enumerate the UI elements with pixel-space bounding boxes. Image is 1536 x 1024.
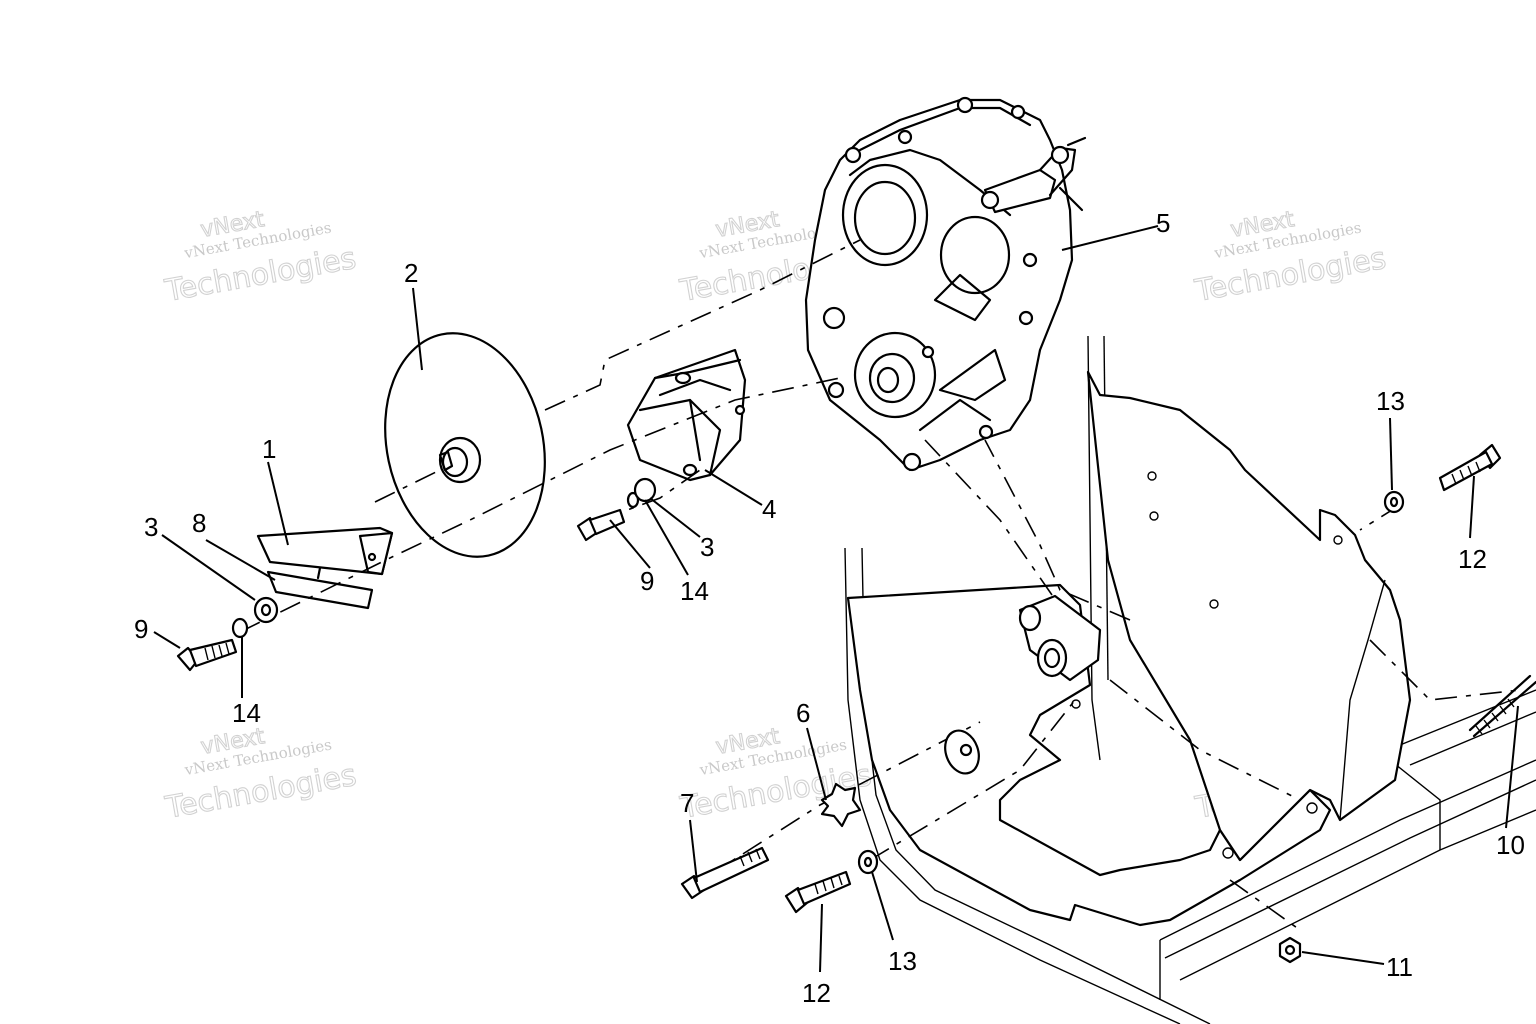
callout-9-right: 9 [640, 566, 654, 596]
callout-6: 6 [796, 698, 810, 728]
callout-labels: 1 2 3 8 9 14 4 3 14 9 5 6 7 12 13 11 10 … [134, 208, 1525, 1008]
panel-hole [1222, 847, 1234, 859]
washer-3-left [253, 596, 279, 624]
bolt-10 [1468, 674, 1536, 738]
panel-hole [1071, 699, 1081, 709]
bracket [626, 348, 747, 482]
watermark-top-left: vNext vNext Technologies Technologies [161, 207, 359, 310]
callout-11: 11 [1386, 952, 1413, 982]
guard-plate [256, 526, 394, 580]
callout-7: 7 [680, 788, 694, 818]
callout-1: 1 [262, 434, 276, 464]
washer-13-lower [857, 849, 879, 875]
shim [266, 570, 374, 610]
bolt-12-lower [784, 870, 852, 914]
lock-washer-14-left [231, 617, 249, 639]
panel-hole [1306, 802, 1318, 814]
callout-13-upper: 13 [1376, 386, 1405, 416]
bolt-12-upper [1438, 443, 1502, 492]
bolt-7 [680, 846, 770, 900]
callout-13-lower: 13 [888, 946, 917, 976]
callout-3-left: 3 [144, 512, 158, 542]
callout-8: 8 [192, 508, 206, 538]
panel-hole [1333, 535, 1343, 545]
washer-3-right [633, 477, 657, 503]
right-panel-inner-edge [1339, 579, 1386, 821]
callout-3-right: 3 [700, 532, 714, 562]
disc-pulley [384, 332, 546, 558]
callout-2: 2 [404, 258, 418, 288]
bolt-9-left [176, 638, 238, 672]
bolt-9-right [576, 508, 626, 542]
washer-3-left-hole [260, 603, 272, 617]
watermark-top-right: vNext vNext Technologies Technologies [1191, 207, 1389, 310]
pivot-bushing [1018, 594, 1102, 682]
callout-4: 4 [762, 494, 776, 524]
callout-12-lower: 12 [802, 978, 831, 1008]
callout-9-left: 9 [134, 614, 148, 644]
chassis-frame [844, 335, 1536, 1024]
panel-hole [1209, 599, 1219, 609]
callout-14-left: 14 [232, 698, 261, 728]
gear-case [804, 96, 1087, 472]
assembly-centerlines [239, 239, 1521, 931]
panel-hole [1149, 511, 1159, 521]
callout-12-upper: 12 [1458, 544, 1487, 574]
callout-10: 10 [1496, 830, 1525, 860]
lock-washer-14-right [626, 491, 640, 509]
panel-hole [1147, 471, 1157, 481]
leader-lines [153, 225, 1519, 973]
washer-13-upper [1383, 490, 1405, 514]
callout-14-right: 14 [680, 576, 709, 606]
nut-11 [1278, 936, 1302, 964]
right-side-panel [1086, 370, 1412, 862]
callout-5: 5 [1156, 208, 1170, 238]
star-nut-6 [820, 782, 862, 828]
